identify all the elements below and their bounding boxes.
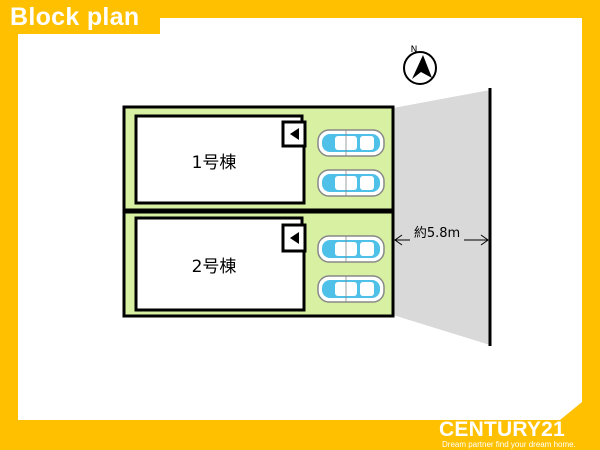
road-width-dimension [394,224,489,246]
car-icon [317,235,385,263]
compass-north-icon [403,51,437,85]
entrance-arrow-icon [281,120,307,148]
brand-name: CENTURY21 [439,418,565,441]
car-icon [317,275,385,303]
building-1-label: 1号棟 [192,153,237,173]
entrance-arrow-icon [281,223,307,253]
car-icon [317,129,385,157]
brand-tagline: Dream partner find your dream home. [442,440,576,449]
road-width-label: 約5.8m [414,226,460,241]
building-2-label: 2号棟 [192,257,237,277]
car-icon [317,169,385,197]
brand-logo: CENTURY21 Dream partner find your dream … [437,413,597,449]
north-label: N [411,45,418,55]
road-area [393,90,490,345]
page-title: Block plan [10,3,140,31]
